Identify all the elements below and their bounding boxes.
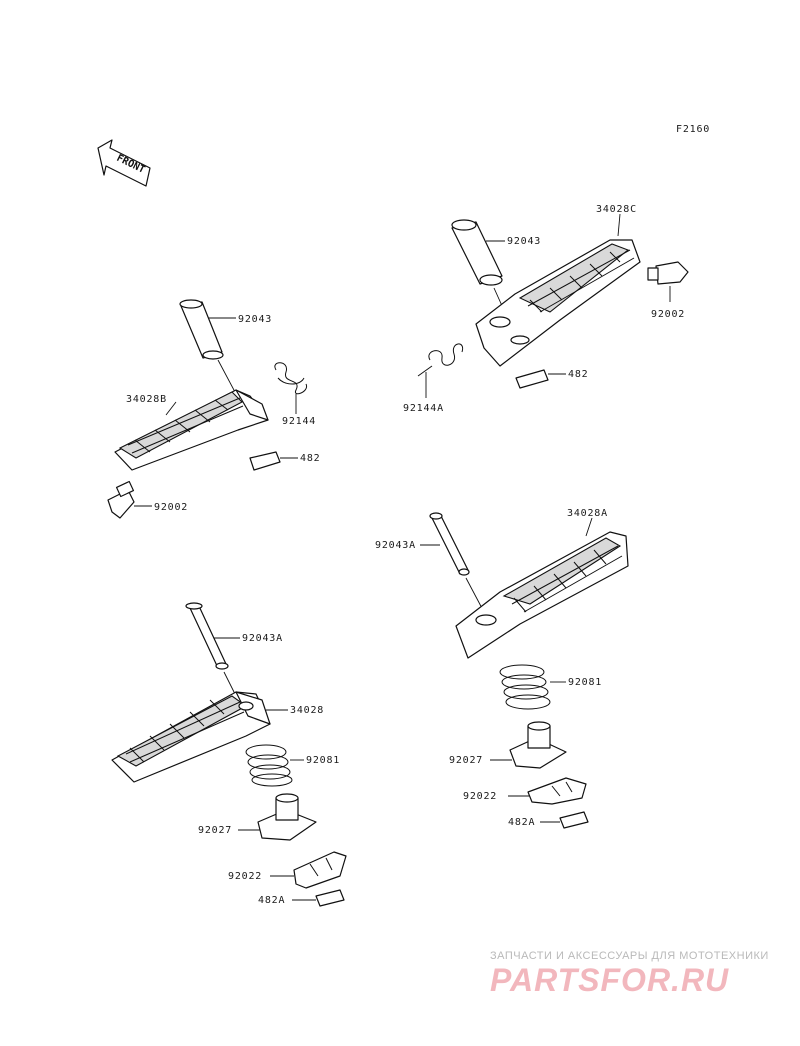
part-label-34028c: 34028C <box>596 204 637 215</box>
spring-part <box>417 343 464 377</box>
part-label-92043a-a: 92043A <box>375 540 416 551</box>
pin-part <box>179 299 224 360</box>
part-label-92027-a: 92027 <box>449 755 483 766</box>
part-label-482a-b: 482A <box>258 895 285 906</box>
bolt-part <box>107 480 135 519</box>
part-label-92002-b: 92002 <box>651 309 685 320</box>
part-label-92081-a: 92081 <box>568 677 602 688</box>
group-front-left: 92043A 34028 92081 92027 <box>111 602 347 907</box>
part-label-34028b: 34028B <box>126 394 167 405</box>
figure-code-label: F2160 <box>676 124 710 135</box>
group-front-right: 92043A 34028A 92081 92027 <box>375 508 629 829</box>
part-label-482a-a: 482A <box>508 817 535 828</box>
part-label-92144: 92144 <box>282 416 316 427</box>
footpeg-part <box>455 531 629 659</box>
part-label-92043a-b: 92043A <box>242 633 283 644</box>
part-label-92027-b: 92027 <box>198 825 232 836</box>
pin-part <box>451 219 503 286</box>
spring-part <box>499 664 551 710</box>
group-rear-right: 92043 34028C 92002 92144A 482 <box>403 204 689 414</box>
clip-part <box>559 811 589 829</box>
spring-part <box>274 362 308 395</box>
watermark-logo: PARTSFOR.RU <box>490 962 730 998</box>
stopper-part <box>293 851 347 889</box>
clip-part <box>515 369 549 389</box>
clip-part <box>315 889 345 907</box>
part-label-92081-b: 92081 <box>306 755 340 766</box>
front-direction-arrow: FRONT <box>97 139 151 187</box>
part-label-92144a: 92144A <box>403 403 444 414</box>
footpeg-part <box>111 691 271 783</box>
part-label-92043-b: 92043 <box>507 236 541 247</box>
spring-part <box>245 744 293 787</box>
part-label-34028: 34028 <box>290 705 324 716</box>
watermark-caption: ЗАПЧАСТИ И АКСЕССУАРЫ ДЛЯ МОТОТЕХНИКИ <box>490 950 769 962</box>
part-label-34028a: 34028A <box>567 508 608 519</box>
part-label-92022-a: 92022 <box>463 791 497 802</box>
bracket-part <box>509 721 567 769</box>
part-label-92002-a: 92002 <box>154 502 188 513</box>
bolt-part <box>647 261 689 285</box>
part-label-482-a: 482 <box>300 453 320 464</box>
bracket-part <box>257 793 317 841</box>
stopper-part <box>527 777 587 805</box>
footpeg-part <box>475 239 641 367</box>
part-label-92043-a: 92043 <box>238 314 272 325</box>
clip-part <box>249 451 281 471</box>
part-label-92022-b: 92022 <box>228 871 262 882</box>
pin-part <box>185 602 229 670</box>
group-rear-left: 92043 92144 34028B 482 92002 <box>107 299 320 519</box>
footpeg-part <box>114 389 269 471</box>
part-label-482-b: 482 <box>568 369 588 380</box>
pin-part <box>429 512 470 576</box>
